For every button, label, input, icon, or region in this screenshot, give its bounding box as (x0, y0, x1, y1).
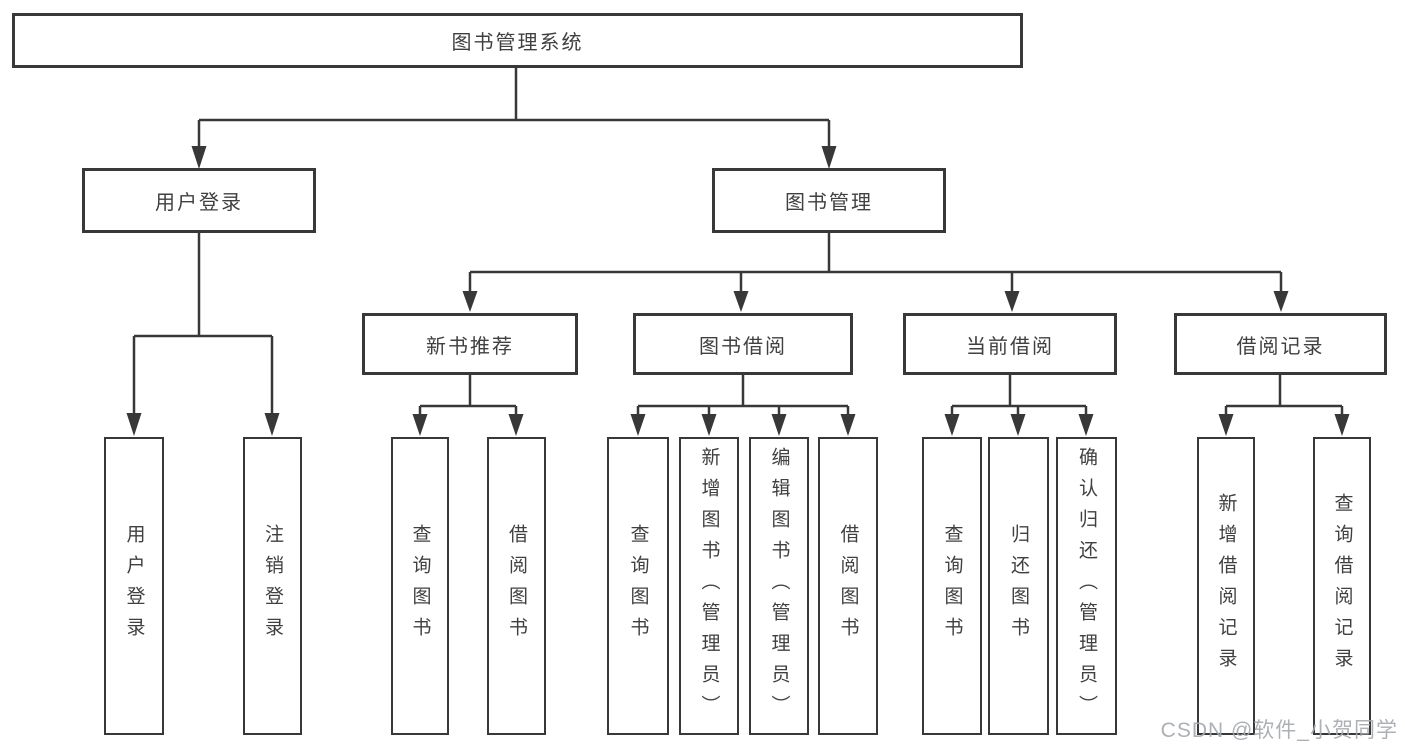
arrow-down-icon (264, 413, 280, 436)
connector-group-3 (950, 375, 1088, 417)
leaf-edit-book-admin: 编辑图书（管理员） (749, 437, 809, 735)
node-label: 借阅记录 (1236, 335, 1325, 358)
arrow-down-icon (630, 414, 646, 436)
connector-book-management (468, 233, 1283, 294)
arrow-down-icon (126, 413, 142, 436)
arrow-down-icon (771, 414, 787, 436)
connector-group-2 (636, 375, 850, 417)
node-label: 查询图书 (409, 524, 431, 648)
node-root: 图书管理系统 (12, 13, 1023, 68)
leaf-query-books-current: 查询图书 (922, 437, 982, 735)
node-label: 确认归还（管理员） (1076, 446, 1097, 726)
node-new-book-recommendation: 新书推荐 (362, 313, 578, 375)
arrow-down-icon (1218, 414, 1234, 436)
leaf-logout: 注销登录 (243, 437, 302, 735)
arrow-down-icon (1273, 291, 1289, 312)
node-label: 新增借阅记录 (1215, 493, 1237, 679)
node-current-borrowing: 当前借阅 (903, 313, 1117, 375)
leaf-add-book-admin: 新增图书（管理员） (679, 437, 739, 735)
node-label: 新书推荐 (426, 335, 514, 358)
arrow-down-icon (1010, 414, 1026, 436)
node-user-login: 用户登录 (82, 168, 316, 233)
arrow-down-icon (191, 146, 207, 169)
leaf-user-login: 用户登录 (104, 437, 164, 735)
node-borrowing-records: 借阅记录 (1174, 313, 1387, 375)
arrowheads (126, 146, 1350, 436)
node-label: 查询图书 (627, 524, 649, 648)
node-label: 注销登录 (262, 524, 283, 648)
arrow-down-icon (1078, 414, 1094, 436)
leaf-query-borrow-record: 查询借阅记录 (1313, 437, 1371, 735)
watermark: CSDN @软件_小贺同学 (1160, 719, 1398, 742)
node-label: 图书管理系统 (451, 32, 584, 54)
arrow-down-icon (1004, 291, 1020, 312)
node-label: 借阅图书 (837, 524, 859, 648)
leaf-confirm-return-admin: 确认归还（管理员） (1056, 437, 1117, 735)
leaf-borrow-books-borrowing: 借阅图书 (818, 437, 878, 735)
node-label: 借阅图书 (506, 524, 527, 648)
connector-group-1 (418, 375, 518, 417)
arrow-down-icon (412, 414, 428, 436)
arrow-down-icon (840, 414, 856, 436)
arrow-down-icon (508, 414, 524, 436)
leaf-query-books-recommend: 查询图书 (391, 437, 449, 735)
arrow-down-icon (944, 414, 960, 436)
node-label: 当前借阅 (966, 335, 1054, 358)
node-label: 归还图书 (1008, 524, 1029, 648)
node-label: 用户登录 (123, 524, 145, 648)
arrow-down-icon (821, 146, 837, 169)
node-label: 图书借阅 (699, 335, 787, 358)
leaf-return-books: 归还图书 (988, 437, 1049, 735)
node-label: 编辑图书（管理员） (768, 446, 790, 726)
node-book-management: 图书管理 (712, 168, 946, 233)
connector-group-4 (1224, 375, 1344, 417)
leaf-add-borrow-record: 新增借阅记录 (1197, 437, 1255, 735)
node-label: 查询图书 (941, 524, 963, 648)
node-label: 查询借阅记录 (1331, 493, 1353, 679)
arrow-down-icon (701, 414, 717, 436)
connector-root (197, 68, 831, 149)
connector-user-login (132, 233, 274, 416)
node-label: 图书管理 (785, 192, 873, 214)
arrow-down-icon (1334, 414, 1350, 436)
node-label: 用户登录 (155, 192, 243, 214)
leaf-query-books-borrowing: 查询图书 (607, 437, 669, 735)
leaf-borrow-books-recommend: 借阅图书 (487, 437, 546, 735)
node-label: 新增图书（管理员） (698, 446, 720, 726)
node-book-borrowing: 图书借阅 (633, 313, 853, 375)
arrow-down-icon (462, 291, 478, 312)
arrow-down-icon (733, 291, 749, 312)
